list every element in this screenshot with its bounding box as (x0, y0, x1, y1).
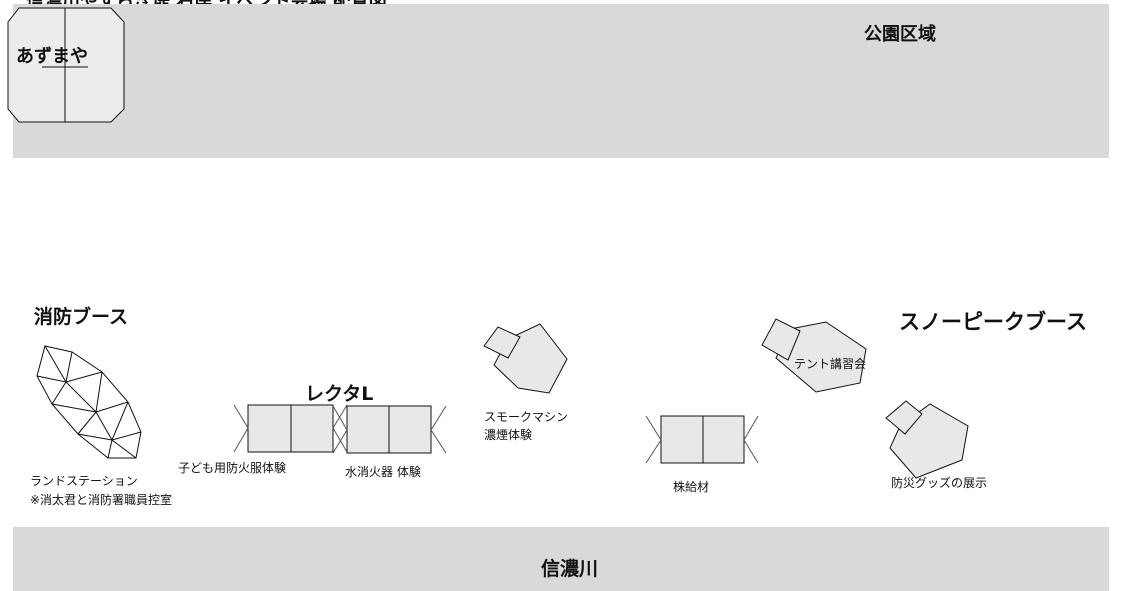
kids-fire-suit-label: 子ども用防火服体験 (178, 461, 287, 475)
disaster-goods-shape (885, 400, 969, 479)
tent-group-label: レクタL (305, 383, 374, 405)
supply-label: 株給材 (673, 480, 710, 494)
land-station-note: ※消太君と消防署職員控室 (30, 493, 173, 507)
land-station-shape (36, 345, 142, 459)
tent-workshop-shape (761, 318, 867, 393)
snowpeak-booth-label: スノーピークブース (899, 310, 1087, 334)
tent-supply (645, 415, 759, 464)
smoke-machine-shape (483, 323, 568, 394)
park-area-label: 公園区域 (864, 24, 936, 45)
river-label: 信濃川 (541, 558, 599, 580)
azumaya-shape (7, 7, 125, 123)
azumaya-label: あずまや (16, 46, 88, 67)
river-area (13, 527, 1109, 591)
land-station-label: ランドステーション (30, 474, 138, 488)
disaster-goods-label: 防災グッズの展示 (891, 476, 988, 490)
smoke-machine-label: スモークマシン (484, 410, 569, 424)
tent-kids-fire-suit (233, 404, 348, 453)
tent-workshop-label: テント講習会 (794, 357, 867, 371)
fire-booth-label: 消防ブース (34, 306, 129, 328)
water-extinguisher-label: 水消火器 体験 (345, 465, 421, 479)
park-area (13, 4, 1109, 158)
smoke-experience-label: 濃煙体験 (484, 428, 533, 442)
tent-water-extinguisher (332, 405, 447, 454)
